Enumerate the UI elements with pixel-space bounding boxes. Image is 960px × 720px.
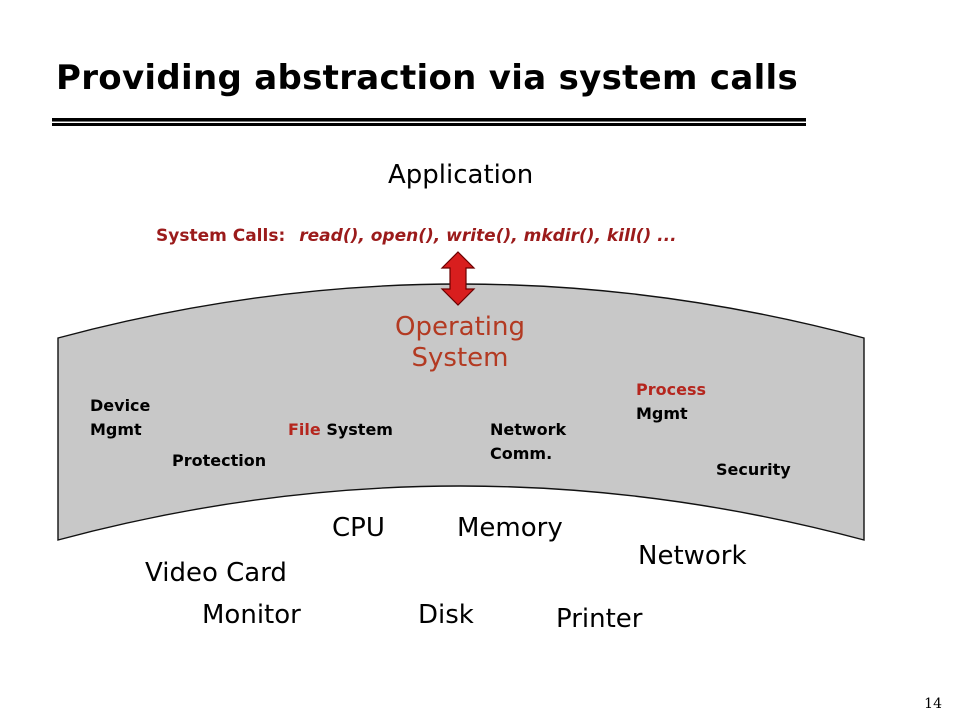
application-label: Application — [388, 160, 534, 190]
hw-video-card: Video Card — [145, 558, 287, 588]
hw-cpu: CPU — [332, 513, 385, 543]
security-label: Security — [716, 460, 791, 479]
protection-label: Protection — [172, 451, 267, 470]
process-mgmt-line-2: Mgmt — [636, 404, 688, 423]
hw-memory: Memory — [457, 513, 563, 543]
process-mgmt-line-1: Process — [636, 380, 706, 399]
file-system-label: File System — [288, 418, 393, 442]
double-arrow-icon — [440, 251, 476, 306]
hw-disk: Disk — [418, 600, 474, 630]
slide-title: Providing abstraction via system calls — [56, 58, 799, 98]
process-mgmt-label: Process Mgmt — [636, 378, 706, 426]
hw-network: Network — [638, 541, 747, 571]
device-mgmt-line-2: Mgmt — [90, 420, 142, 439]
os-title: Operating System — [360, 312, 560, 374]
device-mgmt-line-1: Device — [90, 396, 151, 415]
system-calls-line: System Calls: read(), open(), write(), mk… — [156, 226, 677, 246]
network-comm-line-1: Network — [490, 420, 567, 439]
system-calls-list: read(), open(), write(), mkdir(), kill()… — [299, 226, 677, 246]
device-mgmt-label: Device Mgmt — [90, 394, 150, 442]
file-word: File — [288, 420, 321, 439]
hw-printer: Printer — [556, 604, 643, 634]
os-band — [57, 283, 865, 541]
os-title-line-2: System — [411, 343, 509, 374]
page-number: 14 — [924, 696, 942, 712]
os-title-line-1: Operating — [395, 312, 525, 342]
network-comm-line-2: Comm. — [490, 444, 553, 463]
hw-monitor: Monitor — [202, 600, 301, 630]
network-comm-label: Network Comm. — [490, 418, 566, 466]
system-calls-label: System Calls: — [156, 226, 286, 246]
system-word: System — [326, 420, 393, 439]
